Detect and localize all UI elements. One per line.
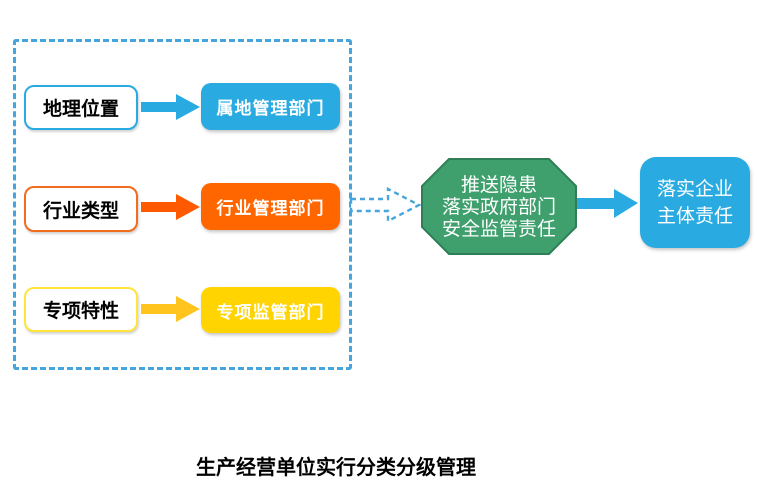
enterprise-duty-box: 落实企业 主体责任 [640, 157, 750, 248]
criterion-label: 专项特性 [42, 301, 119, 322]
department-box-special: 专项监管部门 [201, 287, 340, 333]
department-box-territorial: 属地管理部门 [201, 83, 340, 130]
octagon-shape [421, 158, 577, 255]
department-label: 行业管理部门 [216, 199, 325, 218]
classification-dashed-container [13, 39, 352, 370]
yellow-right-arrow-icon [141, 296, 200, 322]
government-duty-line3: 安全监管责任 [441, 217, 556, 240]
government-duty-octagon: 推送隐患 落实政府部门 安全监管责任 [421, 158, 577, 255]
orange-right-arrow-icon [141, 194, 200, 220]
enterprise-duty-line2: 主体责任 [656, 204, 733, 227]
criterion-label: 地理位置 [42, 99, 119, 120]
department-label: 属地管理部门 [216, 99, 325, 118]
blue-right-arrow-icon [141, 94, 200, 120]
criterion-label: 行业类型 [42, 200, 119, 222]
government-duty-line1: 推送隐患 [460, 173, 537, 196]
dashed-right-arrow-icon [349, 187, 422, 223]
blue-right-arrow-icon [577, 189, 638, 218]
department-label: 专项监管部门 [216, 302, 325, 322]
government-duty-line2: 落实政府部门 [441, 195, 556, 218]
criterion-box-special: 专项特性 [24, 287, 138, 332]
criterion-box-geography: 地理位置 [24, 85, 138, 130]
government-duty-text: 推送隐患 落实政府部门 安全监管责任 [421, 158, 577, 255]
department-box-industry: 行业管理部门 [201, 183, 340, 230]
criterion-box-industry: 行业类型 [24, 186, 138, 232]
enterprise-duty-line1: 落实企业 [656, 177, 733, 200]
diagram-caption: 生产经营单位实行分类分级管理 [196, 457, 476, 479]
